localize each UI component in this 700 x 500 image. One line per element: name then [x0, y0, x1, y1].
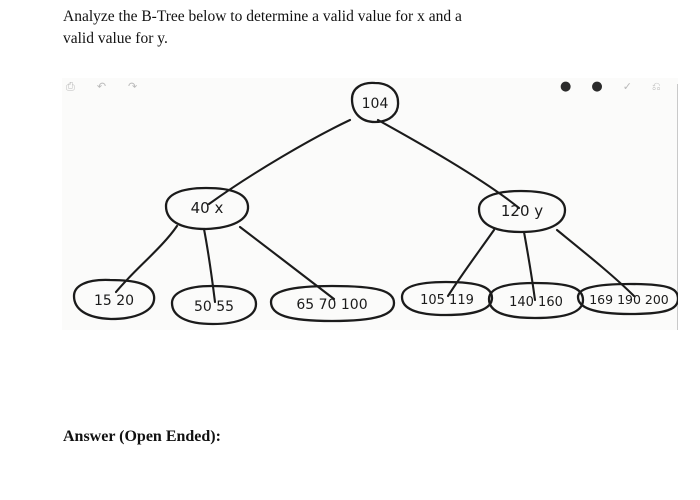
edge-root-to-right: [376, 118, 521, 210]
question-line-1: Analyze the B-Tree below to determine a …: [63, 8, 462, 25]
edge-right-to-leaf4: [446, 228, 496, 298]
edge-right-to-leaf6: [555, 228, 636, 298]
node-label-leaf-4: 105 119: [420, 293, 474, 308]
edge-left-to-leaf3: [238, 225, 336, 301]
node-outline-internal-left: [164, 186, 250, 231]
node-outline-leaf-1: [72, 278, 156, 321]
node-outline-leaf-6: [576, 282, 678, 316]
node-label-leaf-3: 65 70 100: [296, 297, 367, 313]
node-label-leaf-2: 50 55: [194, 299, 234, 315]
node-label-leaf-1: 15 20: [94, 293, 134, 309]
edge-left-to-leaf1: [114, 224, 179, 294]
node-outline-leaf-4: [400, 280, 494, 317]
edge-left-to-leaf2: [202, 227, 217, 304]
node-outline-leaf-2: [170, 284, 258, 326]
answer-heading: Answer (Open Ended):: [63, 428, 221, 445]
edge-root-to-left: [207, 118, 352, 206]
btree-figure-panel: ⎙ ↶ ↷ ● ● ✓ ⎌: [62, 78, 678, 330]
figure-scrollbar[interactable]: [677, 84, 678, 330]
question-line-2: valid value for y.: [63, 30, 168, 48]
node-label-leaf-5: 140 160: [509, 295, 563, 310]
btree-drawing: 104 40 x 120 y 15 20 50 55 65 70 100 105…: [72, 81, 678, 326]
edge-right-to-leaf5: [522, 230, 537, 302]
node-label-root: 104: [362, 96, 389, 112]
node-label-internal-left: 40 x: [191, 199, 224, 217]
question-prompt: Analyze the B-Tree below to determine a …: [63, 6, 637, 51]
node-label-leaf-6: 169 190 200: [589, 292, 669, 307]
tree-node-outlines: [72, 81, 678, 326]
node-outline-internal-right: [477, 189, 567, 234]
node-outline-leaf-3: [269, 284, 396, 323]
node-outline-leaf-5: [487, 281, 585, 320]
node-label-internal-right: 120 y: [501, 202, 543, 220]
tree-edges: [114, 118, 636, 304]
node-outline-root: [350, 81, 400, 124]
tree-node-labels: 104 40 x 120 y 15 20 50 55 65 70 100 105…: [94, 96, 669, 315]
